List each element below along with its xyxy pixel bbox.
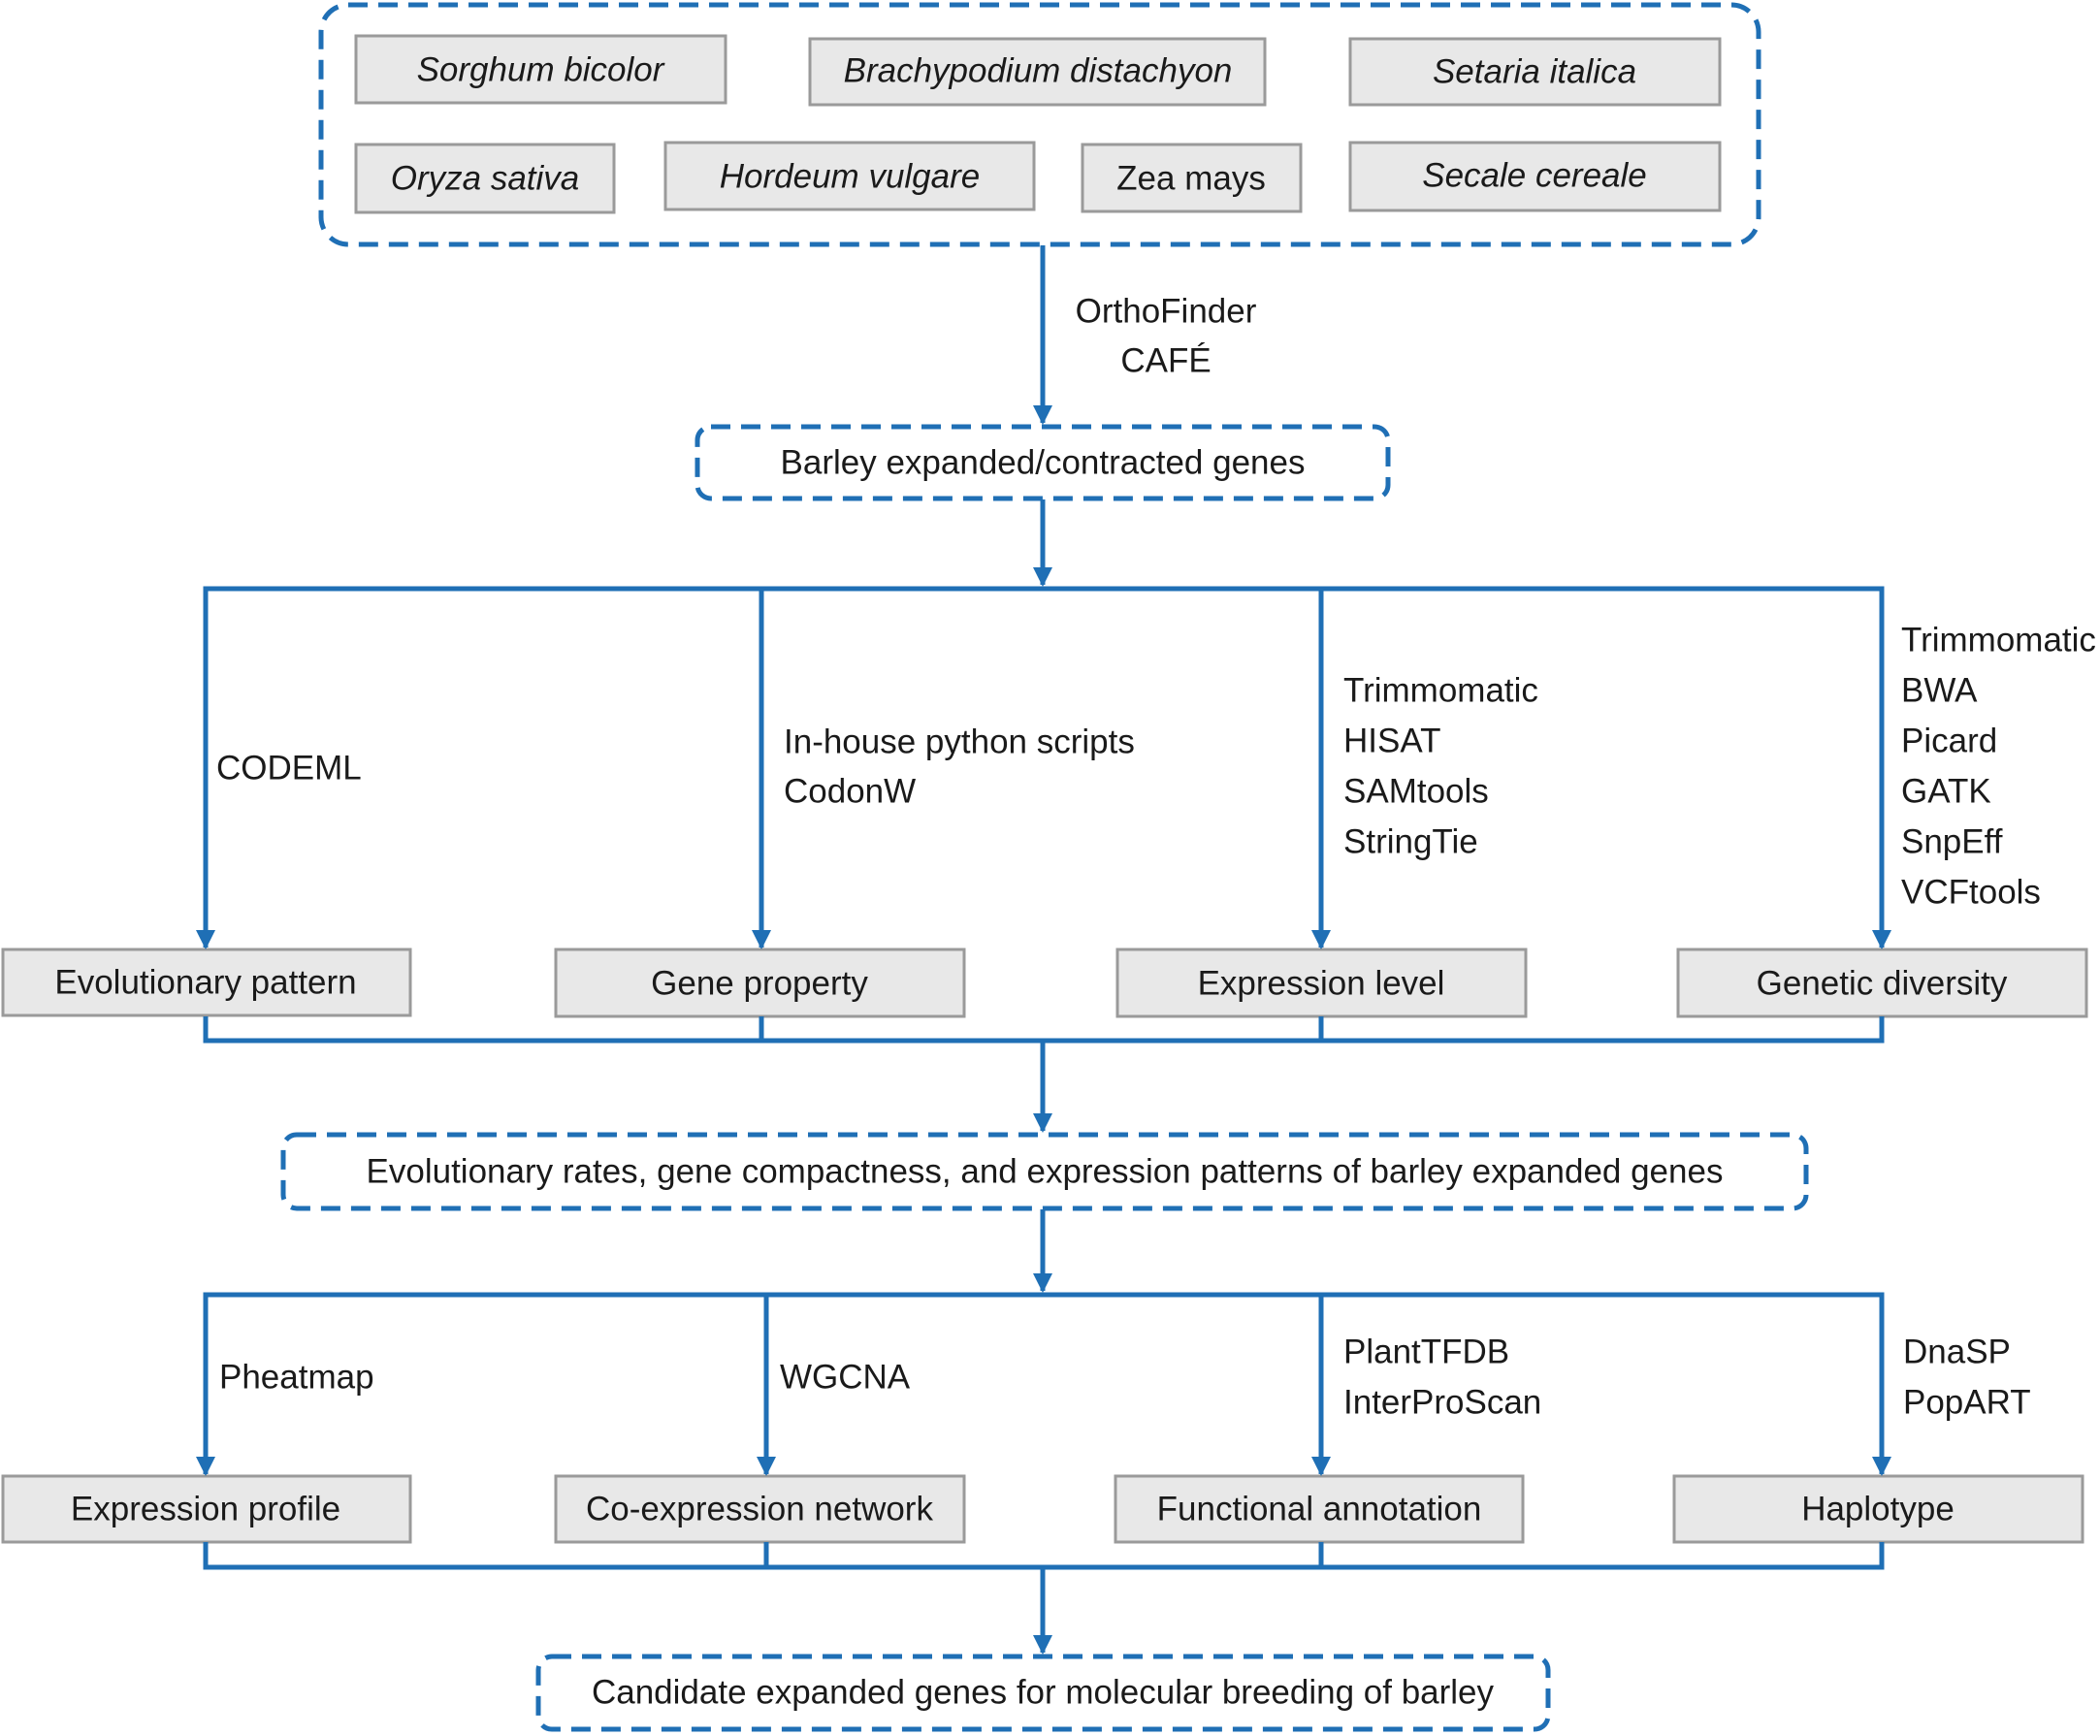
tool-orthofinder: OrthoFinder bbox=[1075, 292, 1257, 331]
analysis-box bbox=[1, 948, 412, 1017]
tool-label: In-house python scripts bbox=[784, 723, 1135, 761]
species-box bbox=[663, 141, 1036, 211]
final-box bbox=[535, 1654, 1551, 1732]
analysis-box bbox=[554, 948, 966, 1018]
stage1-box bbox=[695, 424, 1391, 501]
stage1-label: Barley expanded/contracted genes bbox=[780, 443, 1306, 482]
final-label: Candidate expanded genes for molecular b… bbox=[591, 1673, 1495, 1712]
tool-label: HISAT bbox=[1343, 722, 1441, 760]
tool-label: StringTie bbox=[1343, 822, 1478, 861]
analysis-box bbox=[1672, 1474, 2084, 1544]
analysis-box bbox=[1114, 1474, 1525, 1544]
species-box bbox=[1348, 141, 1722, 212]
species-label-secale: Secale cereale bbox=[1422, 156, 1647, 195]
species-box bbox=[354, 143, 616, 214]
analysis-box bbox=[1676, 948, 2088, 1018]
analysis-label-genetic-diversity: Genetic diversity bbox=[1756, 964, 2008, 1003]
stage2-label: Evolutionary rates, gene compactness, an… bbox=[366, 1152, 1724, 1191]
analysis-label-gene-property: Gene property bbox=[651, 964, 868, 1003]
species-label-hordeum: Hordeum vulgare bbox=[719, 157, 981, 196]
tool-label: Pheatmap bbox=[219, 1358, 374, 1397]
species-box bbox=[354, 34, 727, 105]
tool-label: DnaSP bbox=[1903, 1333, 2011, 1371]
analysis-label-haplotype: Haplotype bbox=[1801, 1490, 1955, 1528]
analysis-box bbox=[1, 1474, 412, 1544]
species-label-setaria: Setaria italica bbox=[1432, 52, 1637, 91]
species-box bbox=[1081, 143, 1303, 213]
tool-label: InterProScan bbox=[1343, 1383, 1542, 1422]
stage2-box bbox=[280, 1132, 1809, 1211]
tool-label: GATK bbox=[1901, 772, 1991, 811]
tool-label: Trimmomatic bbox=[1901, 621, 2096, 659]
analysis-label-evolutionary-pattern: Evolutionary pattern bbox=[54, 963, 357, 1002]
tool-label: Trimmomatic bbox=[1343, 671, 1538, 710]
tool-label: CODEML bbox=[216, 749, 362, 788]
tool-label: SnpEff bbox=[1901, 822, 2003, 861]
tool-label: PopART bbox=[1903, 1383, 2031, 1422]
analysis-label-expression-level: Expression level bbox=[1197, 964, 1445, 1003]
tool-label: CodonW bbox=[784, 772, 917, 811]
tool-label: PlantTFDB bbox=[1343, 1333, 1510, 1371]
tool-label: WGCNA bbox=[780, 1358, 911, 1397]
species-box bbox=[808, 37, 1267, 107]
tool-label: SAMtools bbox=[1343, 772, 1489, 811]
analysis-label-functional-annotation: Functional annotation bbox=[1156, 1490, 1482, 1528]
tool-cafe: CAFÉ bbox=[1120, 341, 1212, 380]
tool-label: Picard bbox=[1901, 722, 1998, 760]
species-label-brachypodium: Brachypodium distachyon bbox=[843, 51, 1233, 90]
connector-lines bbox=[196, 245, 1891, 1655]
species-label-sorghum: Sorghum bicolor bbox=[416, 50, 664, 89]
analysis-label-expression-profile: Expression profile bbox=[70, 1490, 341, 1528]
species-group-box bbox=[318, 2, 1761, 247]
analysis-label-coexpression-network: Co-expression network bbox=[586, 1490, 933, 1528]
tool-label: VCFtools bbox=[1901, 873, 2041, 912]
species-label-zea: Zea mays bbox=[1116, 159, 1266, 198]
tool-label: BWA bbox=[1901, 671, 1978, 710]
species-label-oryza: Oryza sativa bbox=[390, 159, 580, 198]
species-box bbox=[1348, 37, 1722, 107]
analysis-box bbox=[554, 1474, 966, 1544]
